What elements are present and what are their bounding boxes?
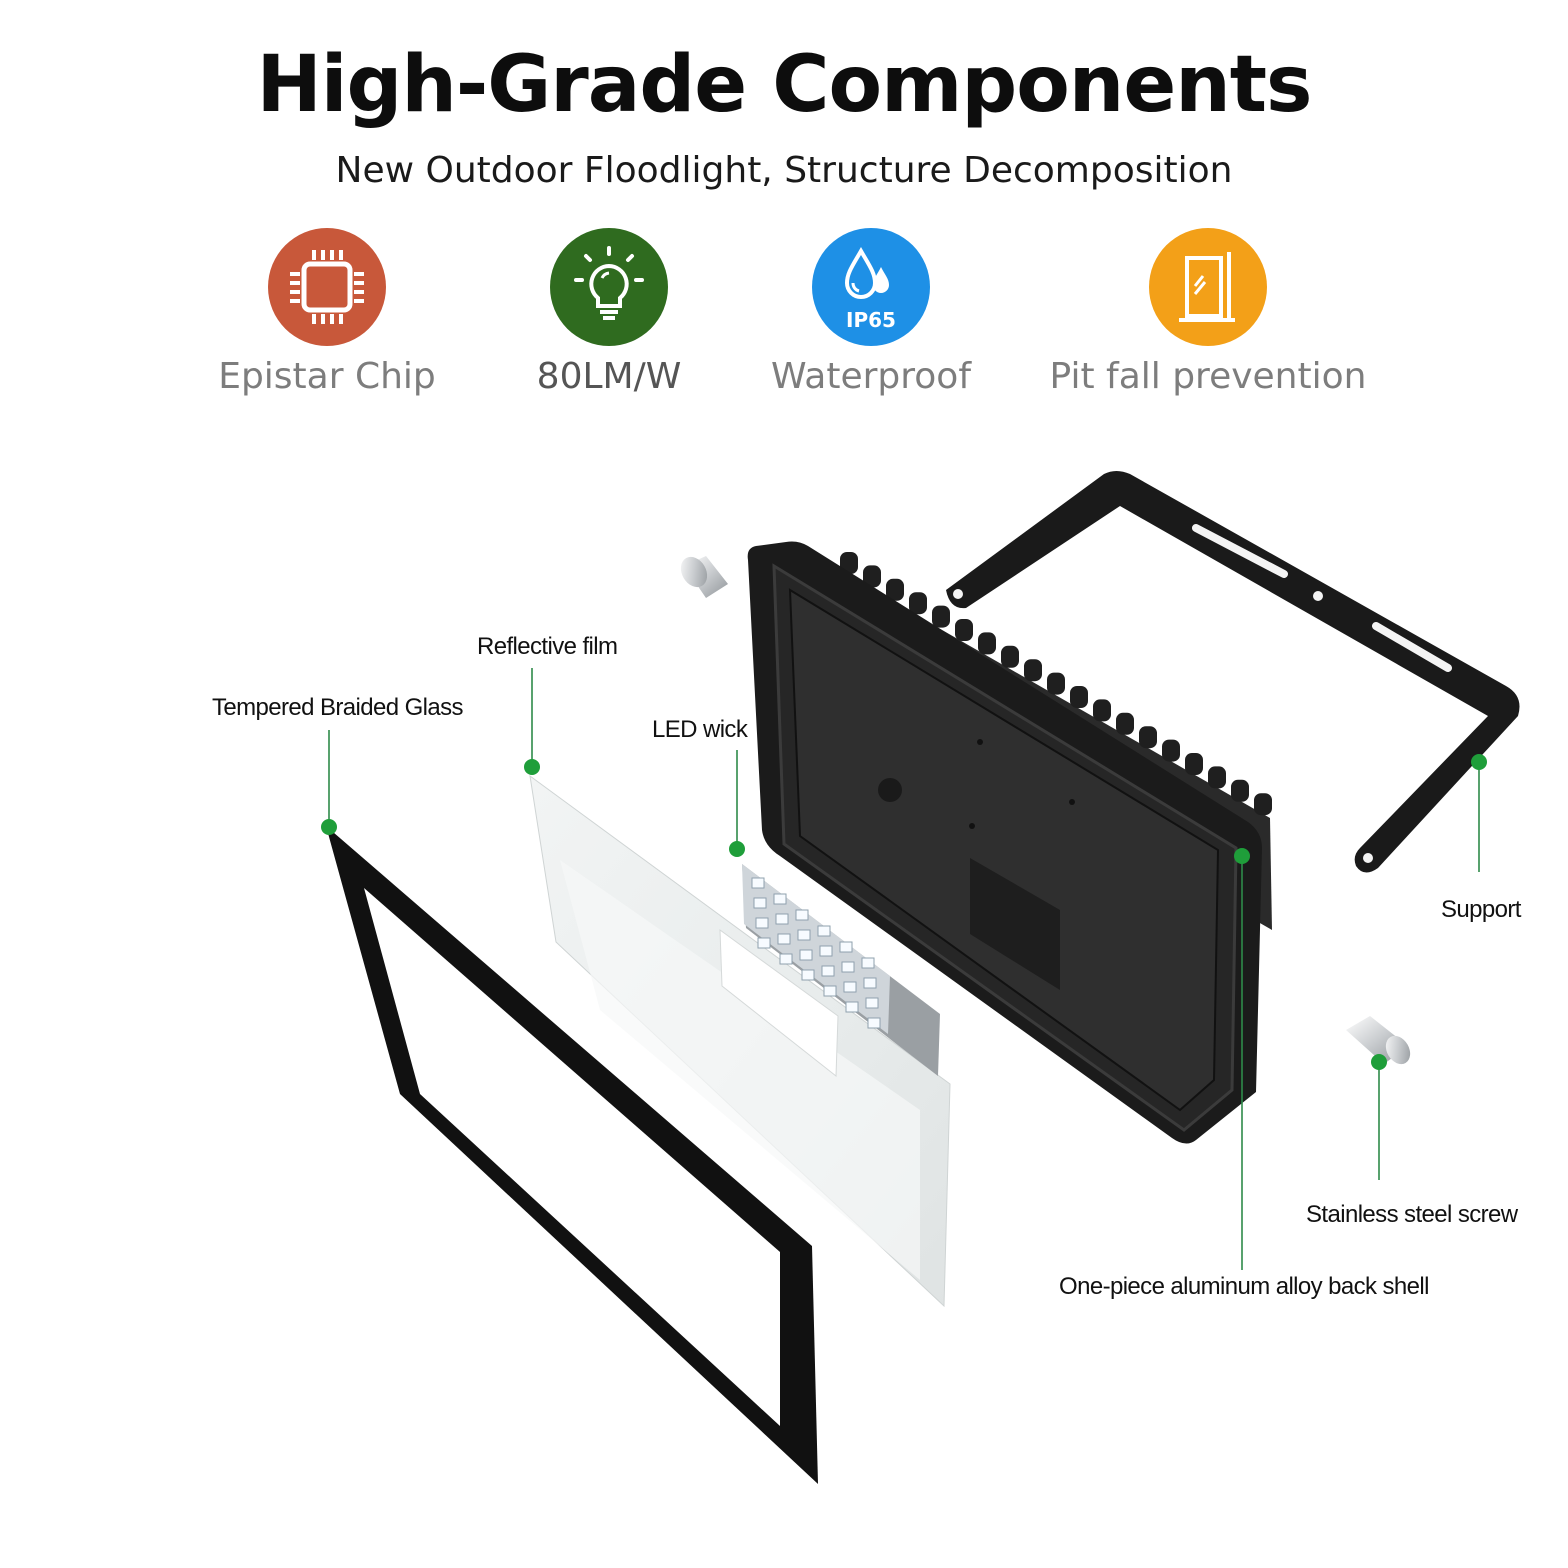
led-chip — [773, 893, 787, 905]
led-chip — [839, 941, 853, 953]
heat-sink-fin — [1254, 793, 1272, 816]
led-chip — [775, 913, 789, 925]
support-bracket — [946, 471, 1520, 873]
led-chip — [821, 965, 835, 977]
chip-icon — [268, 228, 386, 346]
heat-sink-fin — [978, 632, 996, 655]
led-chip — [823, 985, 837, 997]
page-title: High-Grade Components — [256, 40, 1313, 130]
heat-sink-fin — [1139, 726, 1157, 749]
label-stainless-screw: Stainless steel screw — [1306, 1201, 1518, 1228]
led-chip — [863, 977, 877, 989]
ip65-badge: IP65 — [846, 308, 896, 332]
screw-bottom — [1346, 1016, 1411, 1065]
heat-sink-fin — [1024, 659, 1042, 682]
back-shell — [747, 541, 1272, 1144]
heat-sink-fin — [863, 565, 881, 588]
lightbulb-icon — [550, 228, 668, 346]
reflective-film — [529, 774, 951, 1308]
feature-label: Waterproof — [770, 356, 971, 397]
feature-label: Pit fall prevention — [1049, 356, 1367, 397]
led-chip — [797, 929, 811, 941]
feature-efficiency: 80LM/W — [439, 228, 779, 397]
label-led-wick: LED wick — [652, 716, 748, 743]
led-chip — [817, 925, 831, 937]
feature-label: 80LM/W — [536, 356, 682, 397]
led-chip — [755, 917, 769, 929]
led-chip — [753, 897, 767, 909]
led-chip — [841, 961, 855, 973]
glass-panel-icon — [1149, 228, 1267, 346]
heat-sink-fin — [1116, 712, 1134, 735]
heat-sink-fin — [1231, 779, 1249, 802]
tempered-glass-frame — [326, 826, 818, 1484]
heat-sink-fin — [1070, 686, 1088, 708]
screw-top — [680, 556, 728, 598]
led-chip — [801, 969, 815, 981]
led-chip — [861, 957, 875, 969]
heat-sink-fin — [932, 605, 950, 628]
led-chip — [865, 997, 879, 1009]
label-support: Support — [1441, 896, 1521, 923]
led-chip — [799, 949, 813, 961]
led-chip — [751, 877, 765, 889]
heat-sink-fin — [1162, 739, 1180, 762]
feature-pit-fall: Pit fall prevention — [1038, 228, 1378, 397]
water-drop-icon: IP65 — [812, 228, 930, 346]
led-chip — [757, 937, 771, 949]
led-chip — [843, 981, 857, 993]
led-chip — [777, 933, 791, 945]
heat-sink-fin — [840, 552, 858, 574]
led-wick-board — [742, 864, 940, 1076]
label-back-shell: One-piece aluminum alloy back shell — [1059, 1273, 1429, 1300]
feature-epistar-chip: Epistar Chip — [157, 228, 497, 397]
heat-sink-fin — [1208, 766, 1226, 789]
led-chip — [779, 953, 793, 965]
heat-sink-fin — [955, 619, 973, 641]
page-subtitle: New Outdoor Floodlight, Structure Decomp… — [335, 150, 1233, 191]
heat-sink-fin — [1001, 645, 1019, 668]
feature-label: Epistar Chip — [218, 356, 436, 397]
heat-sink-fin — [909, 592, 927, 615]
led-chip — [795, 909, 809, 921]
label-tempered-glass: Tempered Braided Glass — [212, 694, 464, 721]
heat-sink-fin — [1185, 753, 1203, 775]
led-chip — [845, 1001, 859, 1013]
led-chip — [819, 945, 833, 957]
callout-lines — [328, 668, 1480, 1270]
heat-sink-fin — [886, 578, 904, 601]
heat-sink-fin — [1047, 672, 1065, 695]
heat-sink-fin — [1093, 699, 1111, 722]
label-reflective-film: Reflective film — [477, 633, 618, 660]
feature-waterproof: IP65 Waterproof — [701, 228, 1041, 397]
callout-dots — [321, 754, 1487, 1070]
led-chip — [867, 1017, 881, 1029]
